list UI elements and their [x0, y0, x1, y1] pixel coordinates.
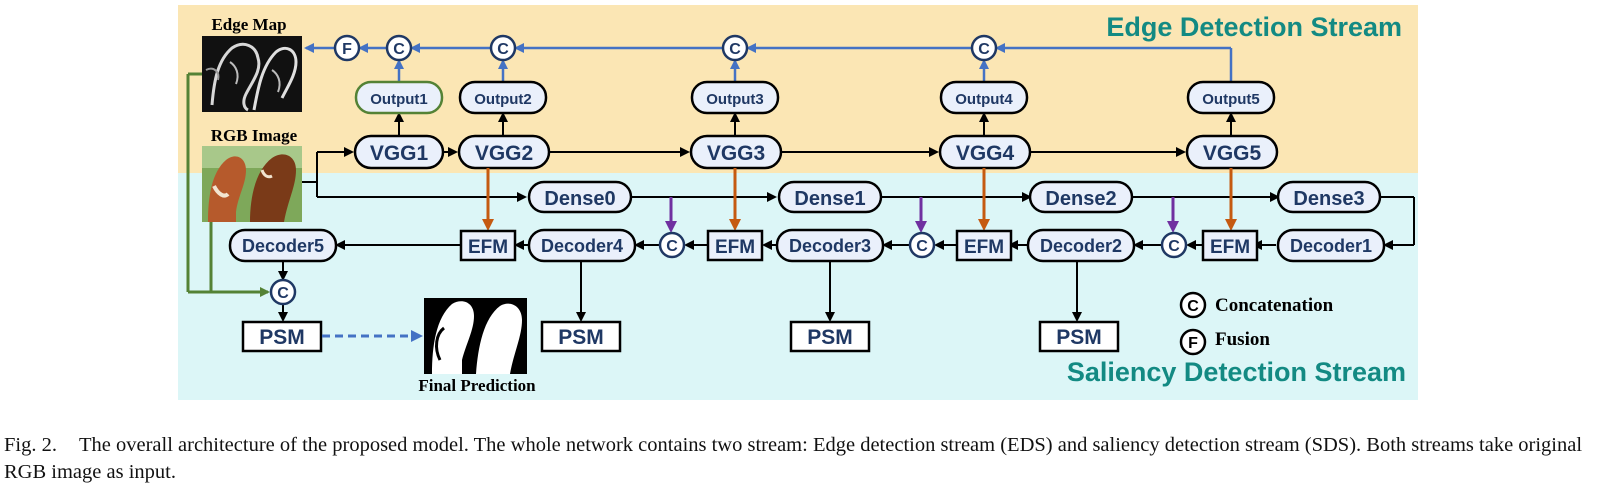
legend-fusion-label: Fusion [1215, 329, 1270, 350]
svg-text:C: C [729, 41, 741, 58]
svg-text:Dense2: Dense2 [1045, 188, 1116, 210]
output4-node: Output4 [939, 80, 1029, 115]
saliency-stream-title: Saliency Detection Stream [1067, 357, 1406, 387]
output1-node: Output1 [354, 80, 444, 115]
svg-text:VGG4: VGG4 [956, 142, 1015, 165]
svg-text:C: C [277, 285, 289, 302]
green-skip-lines [186, 72, 270, 297]
caption-text: The overall architecture of the proposed… [4, 434, 1583, 483]
svg-text:Dense3: Dense3 [1293, 188, 1364, 210]
dense0-node: Dense0 [527, 180, 633, 214]
svg-text:Decoder3: Decoder3 [789, 236, 871, 256]
rgb-image-label: RGB Image [211, 126, 298, 145]
svg-text:Output4: Output4 [955, 91, 1013, 108]
efm-node-2: EFM [955, 229, 1013, 262]
vgg-to-efm-arrows [482, 168, 1237, 231]
psm-node-4: PSM [1038, 320, 1120, 353]
svg-text:Dense0: Dense0 [544, 188, 615, 210]
figure-caption: Fig. 2.The overall architecture of the p… [4, 432, 1596, 486]
concat-node-top-4: C [970, 34, 998, 62]
legend-concatenation-label: Concatenation [1215, 295, 1334, 316]
svg-text:C: C [666, 238, 678, 255]
edge-feedback-arrows [304, 43, 1233, 82]
edge-map-label: Edge Map [211, 15, 286, 34]
svg-text:Decoder1: Decoder1 [1290, 236, 1372, 256]
decoder2-node: Decoder2 [1026, 228, 1136, 263]
svg-text:EFM: EFM [964, 237, 1004, 258]
rgb-image [202, 146, 302, 222]
svg-text:PSM: PSM [558, 326, 604, 349]
svg-text:EFM: EFM [715, 237, 755, 258]
efm-node-4: EFM [459, 229, 517, 262]
output2-node: Output2 [458, 80, 548, 115]
svg-text:PSM: PSM [807, 326, 853, 349]
svg-text:EFM: EFM [468, 237, 508, 258]
edge-map-image [202, 36, 302, 112]
final-prediction-label: Final Prediction [418, 376, 536, 395]
svg-text:C: C [916, 238, 928, 255]
svg-text:EFM: EFM [1210, 237, 1250, 258]
svg-text:Decoder4: Decoder4 [541, 236, 623, 256]
svg-text:PSM: PSM [259, 326, 305, 349]
vgg4-node: VGG4 [938, 134, 1032, 170]
svg-text:VGG5: VGG5 [1203, 142, 1262, 165]
svg-text:C: C [1168, 238, 1180, 255]
psm-node-2: PSM [540, 320, 622, 353]
svg-text:Decoder5: Decoder5 [242, 236, 324, 256]
svg-text:Output3: Output3 [706, 91, 764, 108]
decoder5-node: Decoder5 [228, 228, 338, 263]
decoder1-node: Decoder1 [1276, 228, 1386, 263]
legend-concatenation: C Concatenation [1179, 291, 1334, 319]
decoder-to-psm-arrows [278, 261, 1082, 322]
concat-node-top-1: C [385, 34, 413, 62]
svg-text:VGG1: VGG1 [370, 142, 429, 165]
svg-text:F: F [342, 41, 352, 58]
svg-text:PSM: PSM [1056, 326, 1102, 349]
svg-text:C: C [393, 41, 405, 58]
architecture-diagram: Edge Detection Stream Saliency Detection… [178, 5, 1418, 400]
vgg5-node: VGG5 [1185, 134, 1279, 170]
psm-node-3: PSM [789, 320, 871, 353]
backbone-arrows [302, 147, 1415, 250]
svg-text:C: C [497, 41, 509, 58]
fusion-node: F [333, 34, 361, 62]
vgg2-node: VGG2 [457, 134, 551, 170]
concat-node-top-2: C [489, 34, 517, 62]
vgg3-node: VGG3 [689, 134, 783, 170]
vgg-to-output-arrows [394, 112, 1236, 136]
svg-text:F: F [1188, 335, 1198, 352]
output5-node: Output5 [1186, 80, 1276, 115]
edge-stream-title: Edge Detection Stream [1106, 12, 1402, 42]
dense-to-concat-arrows [665, 197, 1179, 233]
decoder4-node: Decoder4 [527, 228, 637, 263]
concat-node-decoder-2: C [908, 231, 936, 259]
efm-node-1: EFM [1201, 229, 1259, 262]
concat-node-final: C [269, 278, 297, 306]
svg-text:VGG2: VGG2 [475, 142, 533, 165]
fusion-legend-icon [1179, 328, 1207, 356]
svg-text:C: C [978, 41, 990, 58]
final-prediction-image [424, 298, 527, 374]
concat-node-decoder-3: C [658, 231, 686, 259]
legend-fusion: F Fusion [1179, 328, 1270, 356]
vgg1-node: VGG1 [353, 134, 445, 170]
efm-node-3: EFM [706, 229, 764, 262]
dense1-node: Dense1 [777, 180, 883, 214]
psm-node-final: PSM [241, 320, 323, 353]
svg-text:Dense1: Dense1 [794, 188, 865, 210]
svg-text:Output1: Output1 [370, 91, 428, 108]
dense3-node: Dense3 [1276, 180, 1382, 214]
concat-node-top-3: C [721, 34, 749, 62]
dense2-node: Dense2 [1028, 180, 1134, 214]
output3-node: Output3 [690, 80, 780, 115]
svg-text:VGG3: VGG3 [707, 142, 765, 165]
decoder3-node: Decoder3 [775, 228, 885, 263]
svg-text:C: C [1187, 298, 1199, 315]
concat-legend-icon [1179, 291, 1207, 319]
figure-label: Fig. 2. [4, 434, 57, 456]
svg-text:Output5: Output5 [1202, 91, 1260, 108]
svg-text:Output2: Output2 [474, 91, 532, 108]
svg-text:Decoder2: Decoder2 [1040, 236, 1122, 256]
concat-node-decoder-1: C [1160, 231, 1188, 259]
